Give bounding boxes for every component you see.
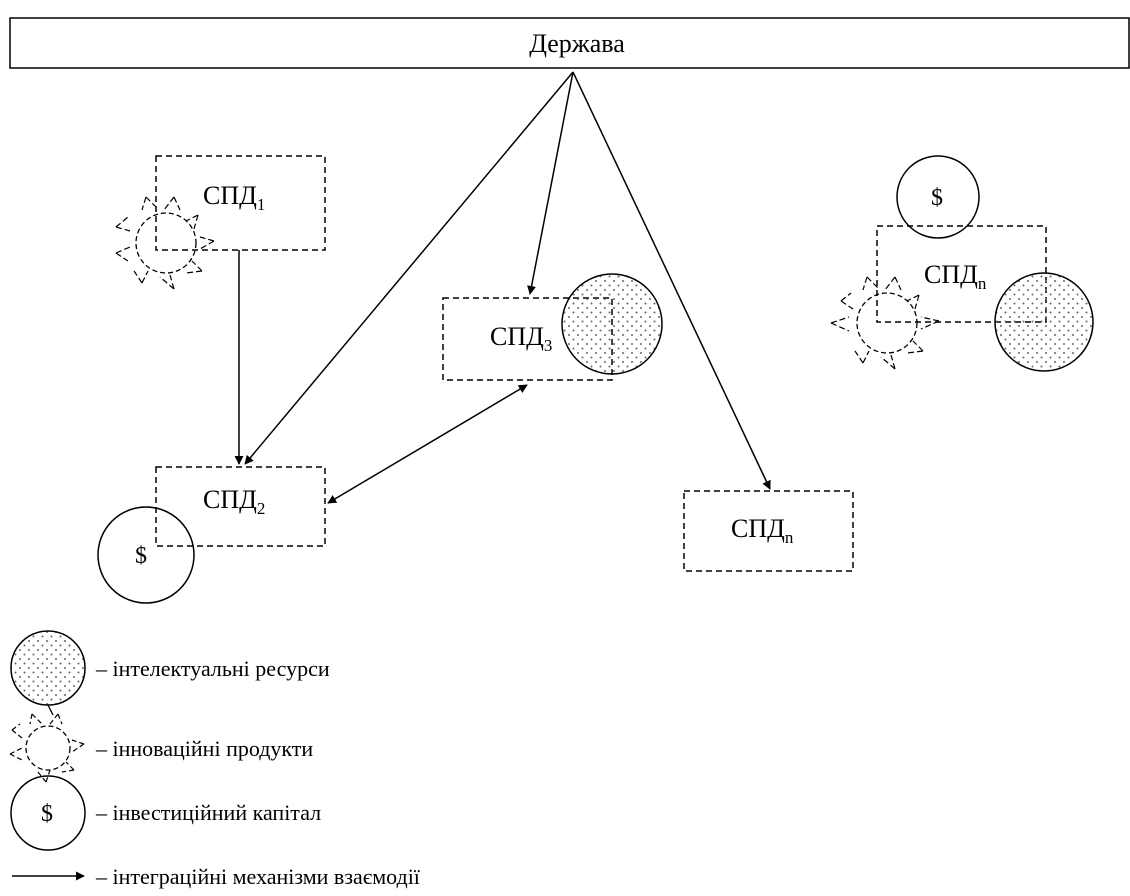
spd2-box: СПД2 [155,466,326,547]
arrow-state-spdn [572,71,771,490]
arrow-spd2-spd3 [327,384,528,504]
spdn-right-box: СПДn [876,225,1047,323]
legend-innovation-row: – інноваційні продукти [9,713,313,783]
legend-investment-label: – інвестиційний капітал [95,800,321,825]
intellectual-resources-icon [994,272,1094,372]
state-box: Держава [9,17,1130,69]
spdn-right-label: СПДn [924,260,987,293]
state-label: Держава [529,29,625,58]
legend-innovation-icon [9,713,85,783]
dollar-symbol: $ [135,543,147,569]
legend-investment-row: $ – інвестиційний капітал [10,775,321,851]
spd2-label: СПД2 [203,485,265,518]
investment-capital-icon: $ [896,155,980,239]
intellectual-resources-icon [561,273,663,375]
spd1-box: СПД1 [155,155,326,251]
legend: – інтелектуальні ресурси – інноваційні п… [9,630,421,889]
dollar-symbol: $ [931,185,943,211]
legend-intellectual-icon [10,630,86,706]
legend-innovation-label: – інноваційні продукти [95,736,313,761]
legend-investment-icon [10,775,86,851]
spdn-bottom-box: СПДn [683,490,854,572]
legend-dollar-symbol: $ [41,801,53,827]
spd3-label: СПД3 [490,322,552,355]
innovation-product-icon [830,276,940,370]
legend-integration-row: – інтеграційні механізми взаємодії [12,864,421,889]
spd1-label: СПД1 [203,181,265,214]
spdn-bottom-label: СПДn [731,514,794,547]
legend-intellectual-row: – інтелектуальні ресурси [10,630,330,716]
legend-intellectual-label: – інтелектуальні ресурси [95,656,330,681]
arrow-state-spd3 [527,71,574,295]
spd3-box: СПД3 [442,297,613,381]
investment-capital-icon: $ [97,506,195,604]
integration-arrows [234,71,771,504]
arrow-state-spd2 [244,71,574,465]
legend-integration-label: – інтеграційні механізми взаємодії [95,864,421,889]
innovation-product-icon [115,196,215,290]
